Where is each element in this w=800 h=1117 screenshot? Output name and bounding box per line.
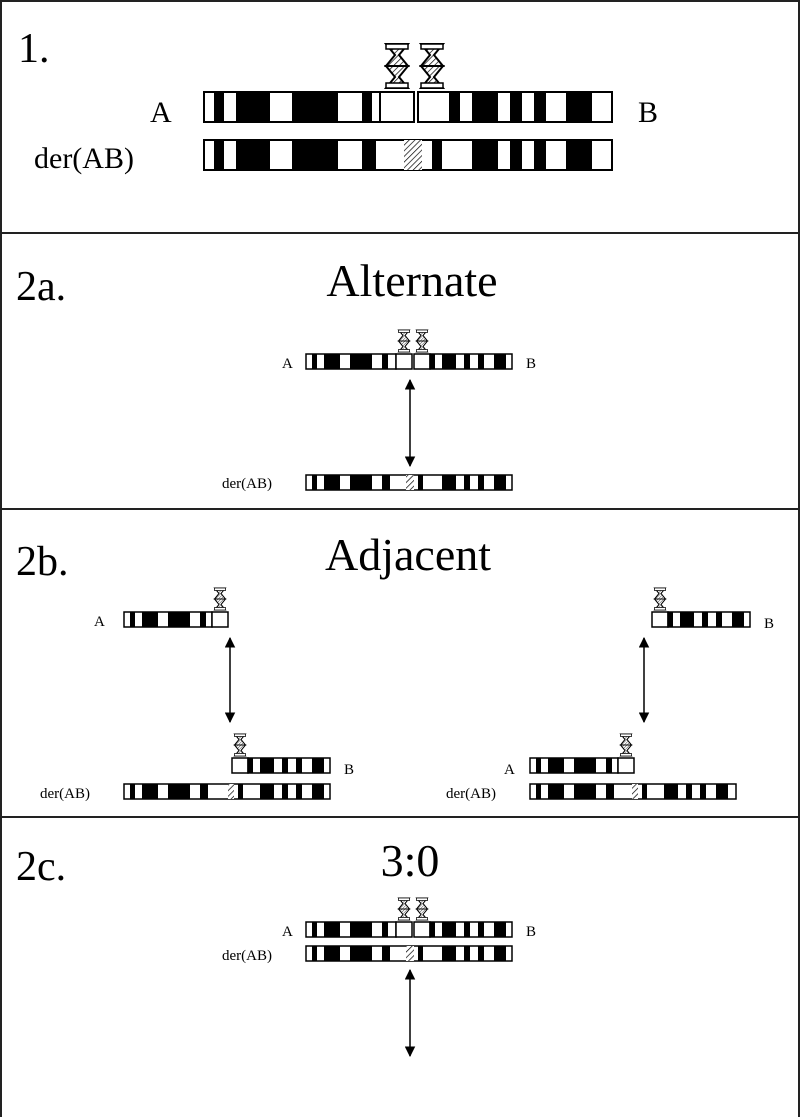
centromere-icon xyxy=(416,897,428,921)
centromere-icon xyxy=(654,587,666,611)
label-der: der(AB) xyxy=(222,948,272,964)
label-b: B xyxy=(526,356,536,372)
label-der: der(AB) xyxy=(40,786,90,802)
label-b: B xyxy=(638,96,658,129)
chromosome-b xyxy=(651,587,751,628)
chromosome-b xyxy=(413,329,513,370)
chromosome-b xyxy=(417,43,613,123)
label-a: A xyxy=(282,924,293,940)
panel-number: 2a. xyxy=(16,264,66,310)
label-b: B xyxy=(344,762,354,778)
chromosome-a xyxy=(123,587,229,628)
centromere-icon xyxy=(398,897,410,921)
centromere-icon xyxy=(420,43,444,89)
label-a: A xyxy=(94,614,105,630)
centromere-icon xyxy=(234,733,246,757)
chromosome-a xyxy=(529,733,635,774)
panel-title: Alternate xyxy=(326,255,497,306)
chromosome-der xyxy=(305,474,513,491)
panel-number: 2b. xyxy=(16,539,69,585)
panel-2a: 2a. Alternate A B xyxy=(16,255,536,492)
panel-title: Adjacent xyxy=(325,529,491,580)
panel-2c: 2c. 3:0 A B xyxy=(16,835,536,1058)
centromere-icon xyxy=(416,329,428,353)
panel-1: 1. A B xyxy=(18,26,658,175)
label-a: A xyxy=(150,96,172,129)
label-b: B xyxy=(764,616,774,632)
chromosome-a xyxy=(203,43,415,123)
centromere-icon xyxy=(385,43,409,89)
centromere-icon xyxy=(398,329,410,353)
chromosome-b xyxy=(231,733,331,774)
chromosome-a xyxy=(305,897,413,938)
panel-number: 2c. xyxy=(16,844,66,890)
panel-2b: 2b. Adjacent A B xyxy=(16,529,774,802)
label-der: der(AB) xyxy=(34,142,134,175)
label-der: der(AB) xyxy=(446,786,496,802)
panel-number: 1. xyxy=(18,26,50,72)
chromosome-a xyxy=(305,329,413,370)
chromosome-der xyxy=(203,139,613,171)
chromosome-der xyxy=(305,945,513,962)
centromere-icon xyxy=(214,587,226,611)
label-a: A xyxy=(504,762,515,778)
centromere-icon xyxy=(620,733,632,757)
label-b: B xyxy=(526,924,536,940)
label-a: A xyxy=(282,356,293,372)
chromosome-der xyxy=(529,783,737,800)
label-der: der(AB) xyxy=(222,476,272,492)
chromosome-der xyxy=(123,783,331,800)
panel-title: 3:0 xyxy=(381,835,440,886)
chromosome-b xyxy=(413,897,513,938)
